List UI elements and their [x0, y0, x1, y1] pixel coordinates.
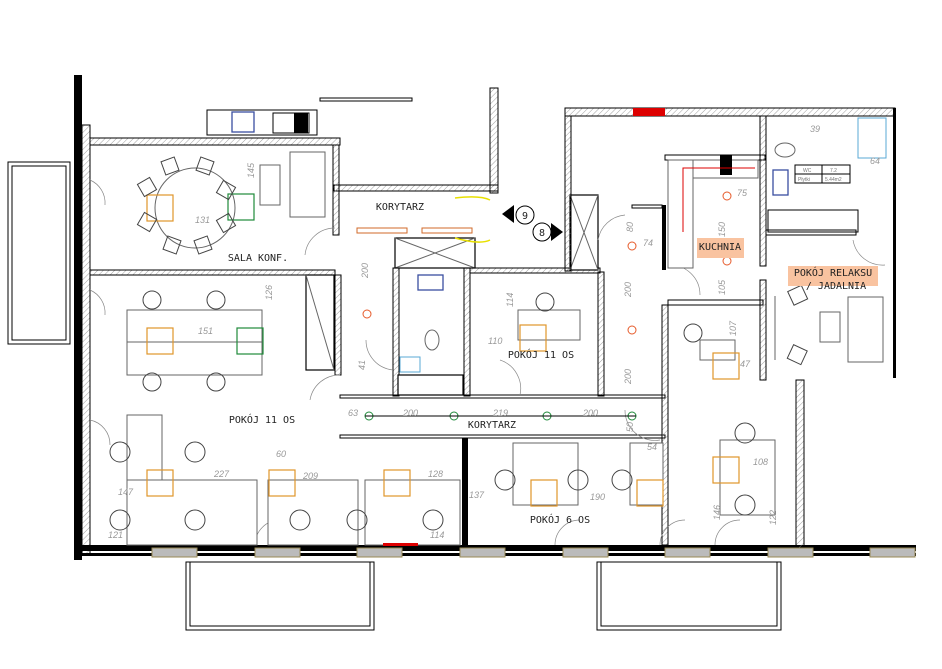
room-label-pokoj-11-left: POKÓJ 11 OS	[229, 413, 295, 426]
dimension: 60	[276, 449, 286, 459]
wc-table-label-2: Płytki	[798, 177, 810, 183]
window-sills	[151, 547, 916, 558]
dimension: 110	[488, 336, 502, 346]
cooktop-icon	[231, 111, 255, 133]
kuchnia-highlight	[697, 238, 744, 258]
marker-9-label: 9	[522, 211, 528, 222]
desks-pokoj-11-lower	[109, 414, 461, 546]
dimension: 209	[302, 471, 318, 481]
kitchenette-top	[206, 109, 318, 136]
balcony-bottom-right	[596, 561, 782, 631]
dimension: 80	[625, 222, 635, 232]
section-marker-8: 8	[532, 222, 563, 242]
dimension: 108	[753, 457, 768, 467]
desks-pokoj-11-upper	[126, 274, 335, 392]
dimension: 47	[740, 359, 751, 369]
room-label-relaks: POKÓJ RELAKSU	[794, 266, 872, 279]
wc-table-value-2: 5.44m2	[825, 177, 842, 183]
dimension: 147	[118, 487, 134, 497]
dimension: 128	[428, 469, 443, 479]
desks-pokoj-11-middle	[517, 292, 581, 352]
dimension: 64	[870, 156, 880, 166]
room-label-jadalnia: / JADALNIA	[806, 281, 866, 292]
balcony-bottom-left	[185, 561, 375, 631]
room-label-sala-konf: SALA KONF.	[228, 253, 288, 264]
dimension: 200	[360, 263, 370, 279]
dimension: 200	[623, 369, 633, 385]
dimension: 114	[430, 530, 444, 540]
dimension: 107	[728, 320, 738, 336]
room-label-korytarz-lower: KORYTARZ	[468, 420, 516, 431]
relax-furniture	[774, 284, 884, 366]
relaks-highlight	[788, 266, 878, 286]
dimension: 41	[357, 360, 367, 370]
room-label-pokoj-11-middle: POKÓJ 11 OS	[508, 348, 574, 361]
dimension: 39	[810, 124, 820, 134]
desks-pokoj-6	[494, 442, 664, 507]
wc-table-label-1: WC	[803, 168, 812, 174]
toilet-icon	[424, 329, 440, 351]
dimension: 200	[402, 408, 418, 418]
interior-walls	[89, 115, 857, 546]
dimension: 137	[469, 490, 485, 500]
room-labels: SALA KONF. KORYTARZ POKÓJ 11 OS POKÓJ 11…	[228, 202, 878, 526]
dimension: 150	[717, 222, 727, 237]
marker-8-label: 8	[539, 228, 545, 239]
dimension: 75	[737, 188, 748, 198]
room-label-korytarz-upper: KORYTARZ	[376, 202, 424, 213]
desks-bottom-right	[683, 323, 776, 516]
conference-chairs	[136, 156, 237, 255]
dimension: 219	[492, 408, 508, 418]
section-marker-9: 9	[502, 205, 535, 225]
sink-icon	[417, 274, 444, 291]
dimension: 126	[264, 285, 274, 300]
ceiling-lamps	[356, 191, 732, 421]
dimension: 122	[768, 510, 778, 525]
balcony-left	[7, 161, 71, 345]
dimension: 114	[505, 293, 515, 307]
dimension: 121	[108, 530, 123, 540]
wc-upper	[397, 274, 464, 396]
room-label-kuchnia: KUCHNIA	[699, 242, 741, 253]
dimension: 105	[717, 279, 727, 295]
dimension: 200	[582, 408, 598, 418]
dimension: 131	[195, 215, 210, 225]
dimension-labels: 145 131 126 151 200 114 110 80 74 150 75…	[108, 124, 880, 540]
conference-table	[146, 151, 326, 249]
dimension: 200	[623, 282, 633, 298]
room-label-pokoj-6: POKÓJ 6 OS	[530, 513, 590, 526]
dimension: 74	[643, 238, 653, 248]
dimension: 145	[246, 162, 256, 178]
dimension: 63	[348, 408, 358, 418]
wc-table-value-1: 7.2	[830, 168, 837, 174]
dimension: 190	[590, 492, 605, 502]
dimension: 227	[213, 469, 230, 479]
dimension: 50	[625, 422, 635, 432]
wc-top-right: WC 7.2 Płytki 5.44m2	[767, 117, 887, 233]
dimension: 151	[198, 326, 213, 336]
kitchen-fixtures	[633, 108, 759, 269]
dimension: 54	[647, 442, 657, 452]
dimension: 146	[712, 505, 722, 520]
